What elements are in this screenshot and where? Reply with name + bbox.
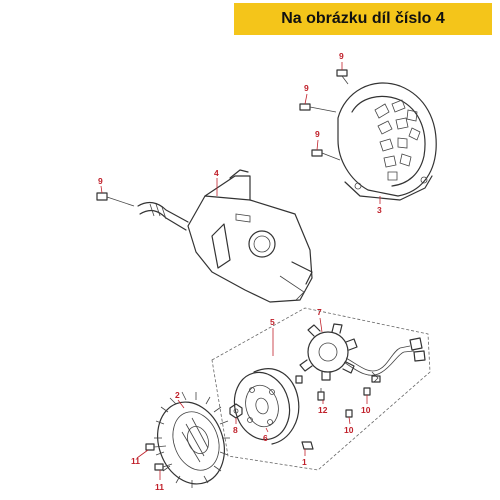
callout-6: 6 [263, 433, 268, 443]
callout-11-upper: 11 [131, 456, 140, 466]
callout-8: 8 [233, 425, 238, 435]
stator-part-7 [299, 323, 426, 383]
fan-cover-part-3 [337, 82, 437, 201]
callout-7: 7 [317, 307, 322, 317]
part-5-group-outline [211, 307, 431, 471]
cooling-fan-part-2 [154, 391, 230, 488]
callout-1: 1 [302, 457, 307, 467]
bolt-9-upper [336, 69, 349, 85]
shroud-part-4 [137, 169, 313, 303]
screw-10-right [363, 387, 371, 396]
callout-labels: 9 9 9 9 3 4 5 7 2 6 8 12 10 10 11 11 1 [98, 51, 382, 492]
screw-12 [295, 375, 325, 401]
callout-9-mid: 9 [304, 83, 309, 93]
callout-9-low: 9 [315, 129, 320, 139]
callout-2: 2 [175, 390, 180, 400]
callout-10-left: 10 [344, 425, 354, 435]
part-number-banner: Na obrázku díl číslo 4 [234, 3, 492, 35]
clip-part-1 [301, 441, 314, 450]
nut-part-8 [229, 403, 243, 419]
callout-11-lower: 11 [155, 482, 164, 492]
callout-3: 3 [377, 205, 382, 215]
callout-5: 5 [270, 317, 275, 327]
callout-12: 12 [318, 405, 328, 415]
screw-10-left [345, 409, 353, 418]
bolt-9-lower [311, 149, 341, 161]
bolt-9-middle [299, 103, 337, 113]
leader-lines [100, 62, 381, 480]
callout-9-top: 9 [339, 51, 344, 61]
bolt-11-lower [154, 463, 173, 471]
callout-10-right: 10 [361, 405, 371, 415]
callout-4: 4 [214, 168, 219, 178]
bolt-9-left [96, 192, 135, 207]
bolt-11-upper [145, 443, 167, 451]
banner-title: Na obrázku díl číslo 4 [281, 10, 445, 27]
callout-9-left: 9 [98, 176, 103, 186]
